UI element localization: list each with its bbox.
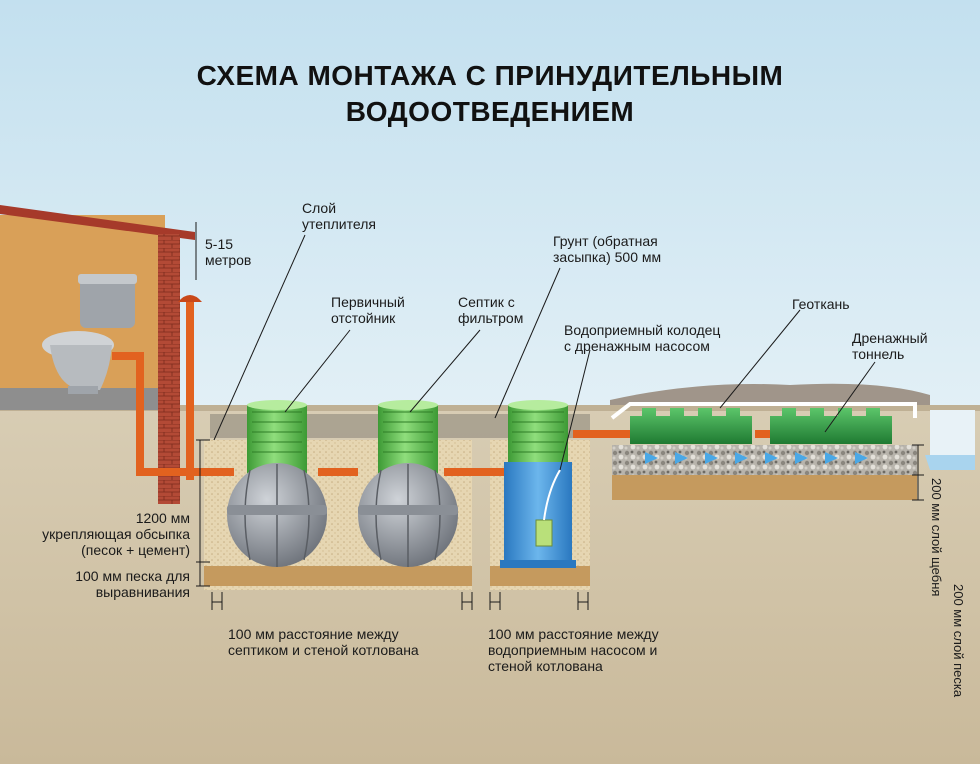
diagram-title-line1: СХЕМА МОНТАЖА С ПРИНУДИТЕЛЬНЫМ	[196, 60, 784, 91]
geotextile	[610, 402, 917, 420]
drainage-tunnel-1	[630, 408, 752, 444]
toilet-icon	[42, 274, 137, 394]
drainage-field	[610, 383, 975, 500]
sand-base-septic	[204, 566, 472, 586]
label-geotextile: Геоткань	[792, 296, 850, 312]
primary-settling-tank	[227, 400, 327, 567]
house	[0, 205, 195, 504]
vent-pipe	[178, 295, 202, 480]
drainage-pump-icon	[535, 519, 553, 547]
sand-layer	[612, 475, 917, 500]
gravel-layer	[612, 445, 917, 475]
sand-base-well	[490, 566, 590, 586]
brick-wall	[158, 234, 180, 504]
drainage-tunnel-2	[770, 408, 892, 444]
septic-with-filter	[358, 400, 458, 567]
label-gravel-layer: 200 мм слой щебня	[929, 478, 944, 597]
sewer-pipes	[112, 352, 775, 476]
label-sand-layer: 200 мм слой песка	[951, 584, 966, 698]
pump-well	[500, 400, 576, 568]
dimension-lines	[195, 222, 924, 610]
diagram-title-line2: ВОДООТВЕДЕНИЕМ	[345, 96, 635, 127]
